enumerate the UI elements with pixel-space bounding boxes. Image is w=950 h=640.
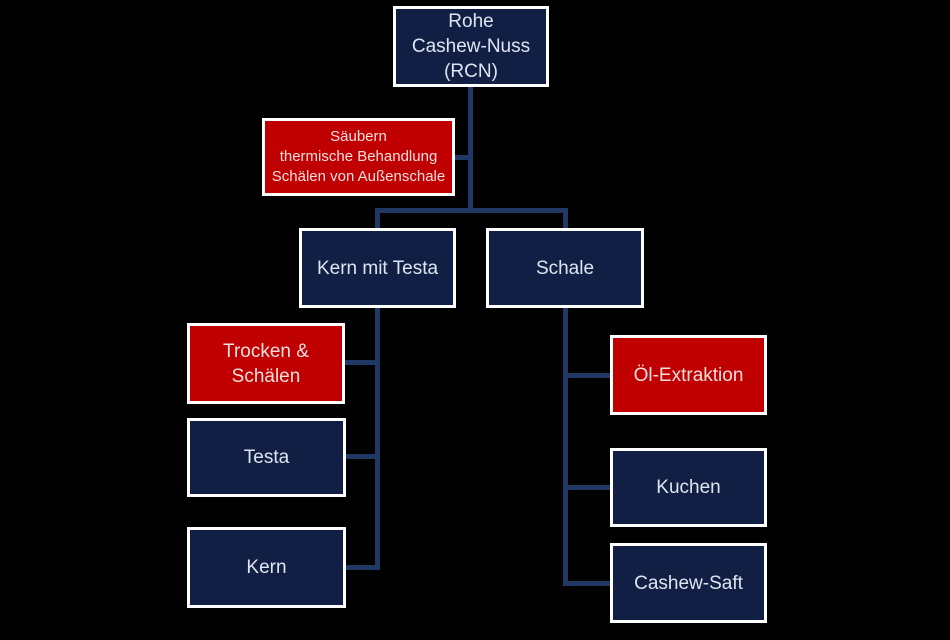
edge-to-kuchen bbox=[568, 485, 610, 490]
edge-stub-kern-mit-testa bbox=[375, 211, 380, 228]
node-trocken-schaelen: Trocken & Schälen bbox=[187, 323, 345, 404]
node-saeubern-behandlung: Säubern thermische Behandlung Schälen vo… bbox=[262, 118, 455, 196]
node-schale: Schale bbox=[486, 228, 644, 308]
node-kern-mit-testa: Kern mit Testa bbox=[299, 228, 456, 308]
edge-cleaning-branch bbox=[455, 155, 469, 160]
edge-stub-schale bbox=[563, 211, 568, 228]
node-cashew-saft: Cashew-Saft bbox=[610, 543, 767, 623]
edge-to-oel-extraktion bbox=[568, 373, 610, 378]
node-kuchen: Kuchen bbox=[610, 448, 767, 527]
edge-kern-mit-testa-down bbox=[375, 308, 380, 570]
edge-rcn-down bbox=[468, 87, 473, 211]
node-oel-extraktion: Öl-Extraktion bbox=[610, 335, 767, 415]
edge-schale-down bbox=[563, 308, 568, 586]
node-testa: Testa bbox=[187, 418, 346, 497]
edge-split-bar bbox=[375, 208, 568, 213]
edge-to-trocken-schaelen bbox=[345, 360, 375, 365]
edge-to-cashew-saft bbox=[568, 581, 610, 586]
edge-to-testa bbox=[345, 454, 375, 459]
edge-to-kern bbox=[345, 565, 375, 570]
node-kern: Kern bbox=[187, 527, 346, 608]
node-rohe-cashew-nuss: Rohe Cashew-Nuss (RCN) bbox=[393, 6, 549, 87]
